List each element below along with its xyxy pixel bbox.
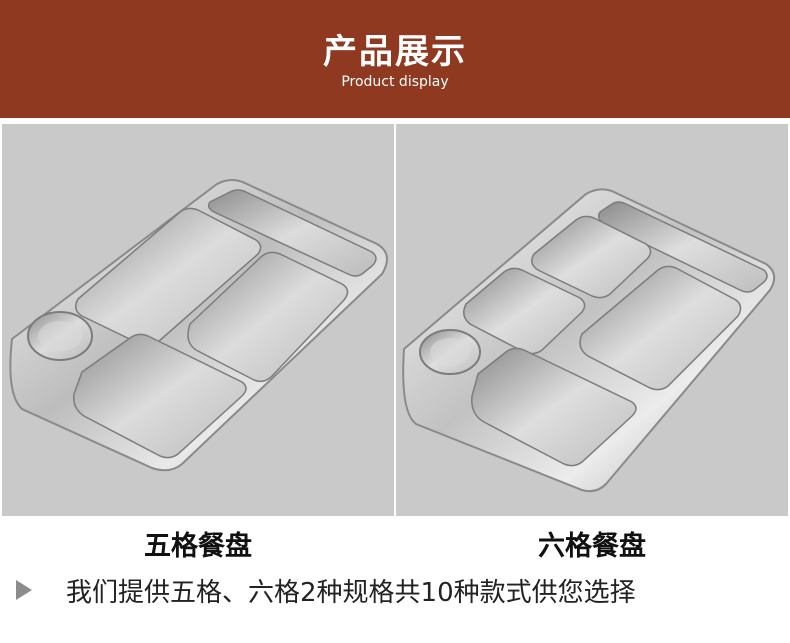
info-note: 我们提供五格、六格2种规格共10种款式供您选择 xyxy=(16,570,776,610)
play-triangle-icon xyxy=(16,580,32,600)
product-caption-six-compartment: 六格餐盘 xyxy=(538,531,646,562)
info-note-text: 我们提供五格、六格2种规格共10种款式供您选择 xyxy=(66,577,636,608)
page-subtitle: Product display xyxy=(341,74,449,90)
header-banner: 产品展示 Product display xyxy=(0,0,790,118)
product-image-six-compartment xyxy=(396,124,788,516)
product-image-five-compartment xyxy=(2,124,394,516)
page-title: 产品展示 xyxy=(323,32,467,72)
product-caption-five-compartment: 五格餐盘 xyxy=(144,531,252,562)
